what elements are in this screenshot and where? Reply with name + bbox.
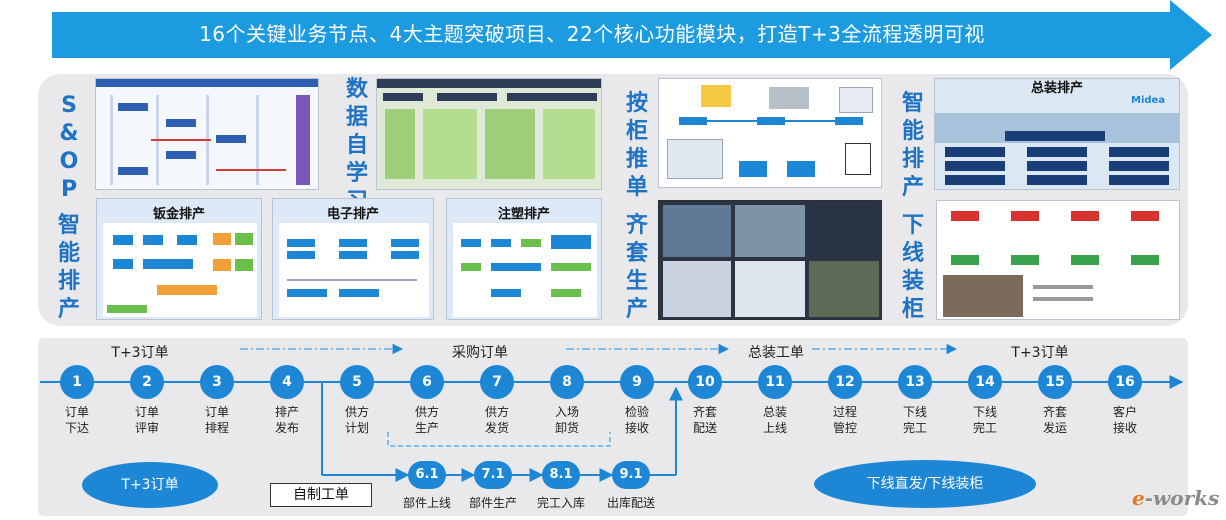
stage-assembly-order: 总装工单 [748, 345, 804, 361]
stage-t3-order-right: T+3订单 [1011, 345, 1069, 361]
cabinet-scheduling-thumbnail [658, 78, 882, 188]
node-8: 8 [550, 365, 584, 399]
sub-label-8-1: 完工入库 [536, 496, 585, 510]
midea-logo: Midea [1131, 95, 1166, 106]
subnode-8-1: 8.1 [542, 461, 580, 489]
ellipse-offline-direct: 下线直发/下线装柜 [814, 460, 1036, 508]
subnode-9-1: 9.1 [612, 461, 650, 489]
electronic-scheduling-thumbnail: 电子排产 [272, 198, 434, 320]
label-smart-scheduling-left: 智能 排产 [57, 213, 80, 322]
node-4: 4 [270, 365, 304, 399]
node-7: 7 [480, 365, 514, 399]
subnode-6-1: 6.1 [408, 461, 446, 489]
node-label-10: 齐套配送 [692, 405, 717, 435]
node-3: 3 [200, 365, 234, 399]
node-label-16: 客户接收 [1112, 405, 1137, 435]
assembly-scheduling-thumbnail: 总装排产 Midea [934, 78, 1180, 190]
eworks-watermark: e-works [1132, 486, 1220, 510]
node-6: 6 [410, 365, 444, 399]
node-2: 2 [130, 365, 164, 399]
node-1: 1 [60, 365, 94, 399]
node-label-11: 总装上线 [762, 405, 787, 435]
self-made-order-box: 自制工单 [270, 483, 372, 507]
stage-t3-order-left: T+3订单 [111, 345, 169, 361]
node-label-9: 检验接收 [624, 405, 649, 435]
label-kitting: 齐套 生产 [625, 213, 648, 322]
sheet-metal-scheduling-thumbnail: 钣金排产 [96, 198, 262, 320]
kitting-production-thumbnail [658, 200, 882, 320]
node-label-1: 订单下达 [64, 405, 89, 435]
label-offline-cabinet: 下线 装柜 [901, 213, 924, 322]
node-9: 9 [620, 365, 654, 399]
node-label-12: 过程管控 [832, 405, 857, 435]
node-label-4: 排产发布 [274, 405, 299, 435]
offline-cabinet-thumbnail [936, 200, 1180, 320]
label-smart-scheduling-right: 智能 排产 [901, 91, 924, 200]
electronic-title: 电子排产 [326, 207, 379, 222]
node-label-13: 下线完工 [902, 405, 927, 435]
label-cabinet-scheduling: 按柜 推单 [625, 91, 648, 200]
node-label-7: 供方发货 [484, 405, 509, 435]
stage-purchase-order: 采购订单 [452, 345, 508, 361]
node-13: 13 [898, 365, 932, 399]
assembly-scheduling-title: 总装排产 [1030, 81, 1083, 96]
banner-title: 16个关键业务节点、4大主题突破项目、22个核心功能模块，打造T+3全流程透明可… [199, 22, 985, 46]
injection-scheduling-thumbnail: 注塑排产 [446, 198, 602, 320]
ellipse-t3-order: T+3订单 [82, 462, 218, 508]
node-14: 14 [968, 365, 1002, 399]
node-label-15: 齐套发运 [1042, 405, 1067, 435]
node-label-8: 入场卸货 [554, 405, 579, 435]
data-learning-thumbnail [376, 78, 602, 190]
node-label-3: 订单排程 [204, 405, 229, 435]
node-15: 15 [1038, 365, 1072, 399]
banner-arrow [52, 0, 1212, 70]
node-12: 12 [828, 365, 862, 399]
node-label-2: 订单评审 [134, 405, 159, 435]
sheet-metal-title: 钣金排产 [152, 207, 205, 222]
sub-label-6-1: 部件上线 [402, 496, 451, 510]
injection-title: 注塑排产 [497, 207, 550, 222]
node-11: 11 [758, 365, 792, 399]
subnode-7-1: 7.1 [474, 461, 512, 489]
node-label-5: 供方计划 [344, 405, 369, 435]
sop-flow-thumbnail [95, 78, 319, 190]
node-16: 16 [1108, 365, 1142, 399]
sub-label-9-1: 出库配送 [606, 496, 655, 510]
node-label-14: 下线完工 [972, 405, 997, 435]
sub-label-7-1: 部件生产 [468, 496, 517, 510]
node-10: 10 [688, 365, 722, 399]
node-label-6: 供方生产 [414, 405, 439, 435]
node-5: 5 [340, 365, 374, 399]
